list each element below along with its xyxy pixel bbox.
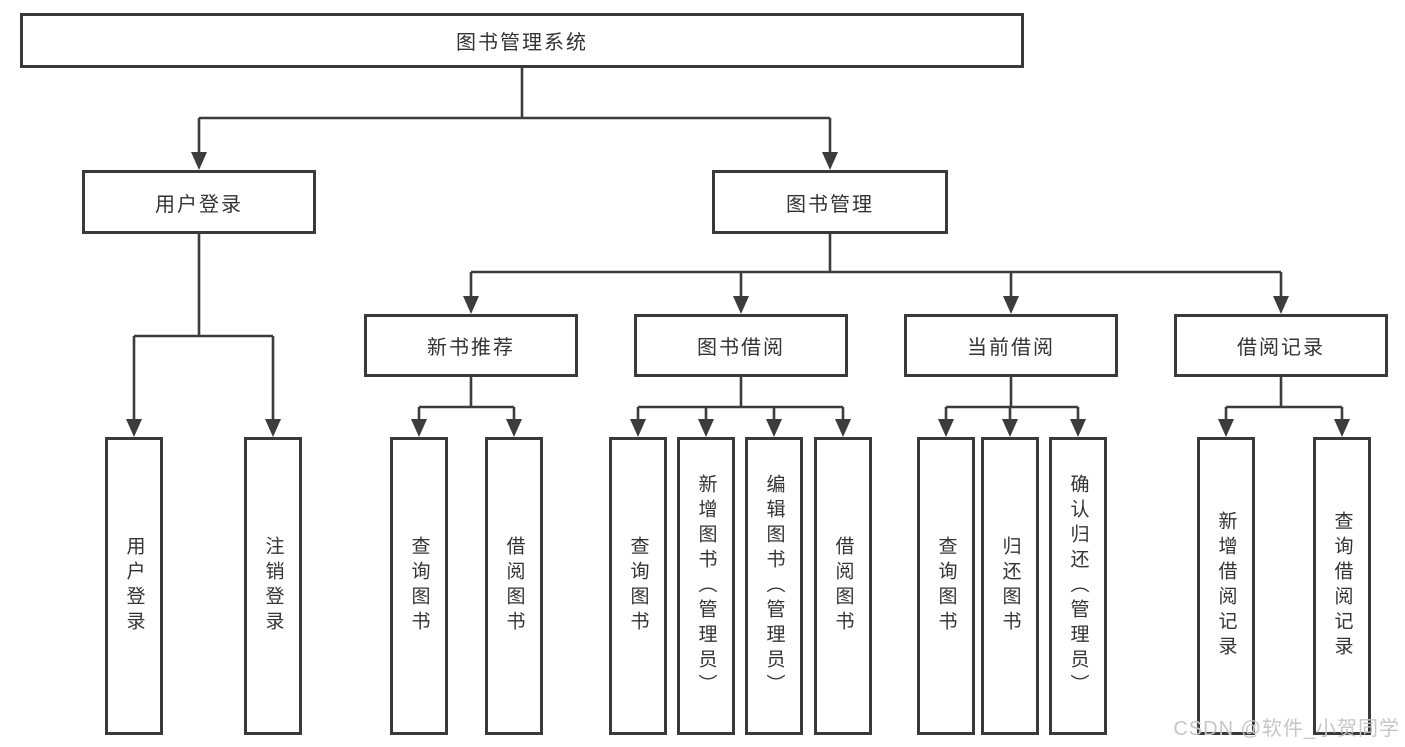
leaf-add-book-admin: 新增图书（管理员） xyxy=(677,437,735,735)
leaf-add-borrow-record: 新增借阅记录 xyxy=(1197,437,1255,735)
node-current-borrow-label: 当前借阅 xyxy=(967,337,1055,359)
node-current-borrow: 当前借阅 xyxy=(904,314,1118,377)
leaf-query-borrow-record: 查询借阅记录 xyxy=(1313,437,1371,735)
leaf-query-books-borrow: 查询图书 xyxy=(609,437,667,735)
node-user-login-label: 用户登录 xyxy=(155,193,243,216)
leaf-add-book-admin-label: 新增图书（管理员） xyxy=(695,473,717,699)
node-user-login: 用户登录 xyxy=(82,170,316,234)
leaf-query-books-recommend-label: 查询图书 xyxy=(408,536,430,636)
connector-lines xyxy=(132,68,1344,422)
leaf-borrow-books-recommend-label: 借阅图书 xyxy=(503,536,525,636)
arrowheads xyxy=(126,152,1350,437)
node-borrow-records-label: 借阅记录 xyxy=(1237,337,1325,359)
node-new-book-recommend: 新书推荐 xyxy=(364,314,578,377)
node-root: 图书管理系统 xyxy=(20,13,1024,68)
watermark: CSDN @软件_小贺同学 xyxy=(1173,718,1400,740)
leaf-edit-book-admin-label: 编辑图书（管理员） xyxy=(763,473,785,699)
node-borrow-records: 借阅记录 xyxy=(1174,314,1388,377)
leaf-return-book-label: 归还图书 xyxy=(999,536,1021,636)
leaf-query-books-current-label: 查询图书 xyxy=(935,536,957,636)
leaf-borrow-books-label: 借阅图书 xyxy=(832,536,854,636)
leaf-confirm-return-admin: 确认归还（管理员） xyxy=(1049,437,1107,735)
leaf-query-books-current: 查询图书 xyxy=(917,437,975,735)
leaf-logout-label: 注销登录 xyxy=(262,536,284,636)
node-book-borrow-label: 图书借阅 xyxy=(697,337,785,359)
node-book-borrow: 图书借阅 xyxy=(634,314,848,377)
node-book-management-label: 图书管理 xyxy=(786,193,874,216)
node-root-label: 图书管理系统 xyxy=(456,32,588,54)
node-book-management: 图书管理 xyxy=(712,170,948,234)
node-new-book-recommend-label: 新书推荐 xyxy=(427,337,515,359)
leaf-query-borrow-record-label: 查询借阅记录 xyxy=(1331,511,1353,661)
leaf-edit-book-admin: 编辑图书（管理员） xyxy=(745,437,803,735)
leaf-query-books-borrow-label: 查询图书 xyxy=(627,536,649,636)
leaf-user-login: 用户登录 xyxy=(105,437,163,735)
leaf-logout: 注销登录 xyxy=(244,437,302,735)
leaf-borrow-books-recommend: 借阅图书 xyxy=(485,437,543,735)
leaf-user-login-label: 用户登录 xyxy=(123,536,145,636)
leaf-confirm-return-admin-label: 确认归还（管理员） xyxy=(1067,473,1089,699)
leaf-query-books-recommend: 查询图书 xyxy=(390,437,448,735)
leaf-add-borrow-record-label: 新增借阅记录 xyxy=(1215,511,1237,661)
leaf-return-book: 归还图书 xyxy=(981,437,1039,735)
leaf-borrow-books: 借阅图书 xyxy=(814,437,872,735)
